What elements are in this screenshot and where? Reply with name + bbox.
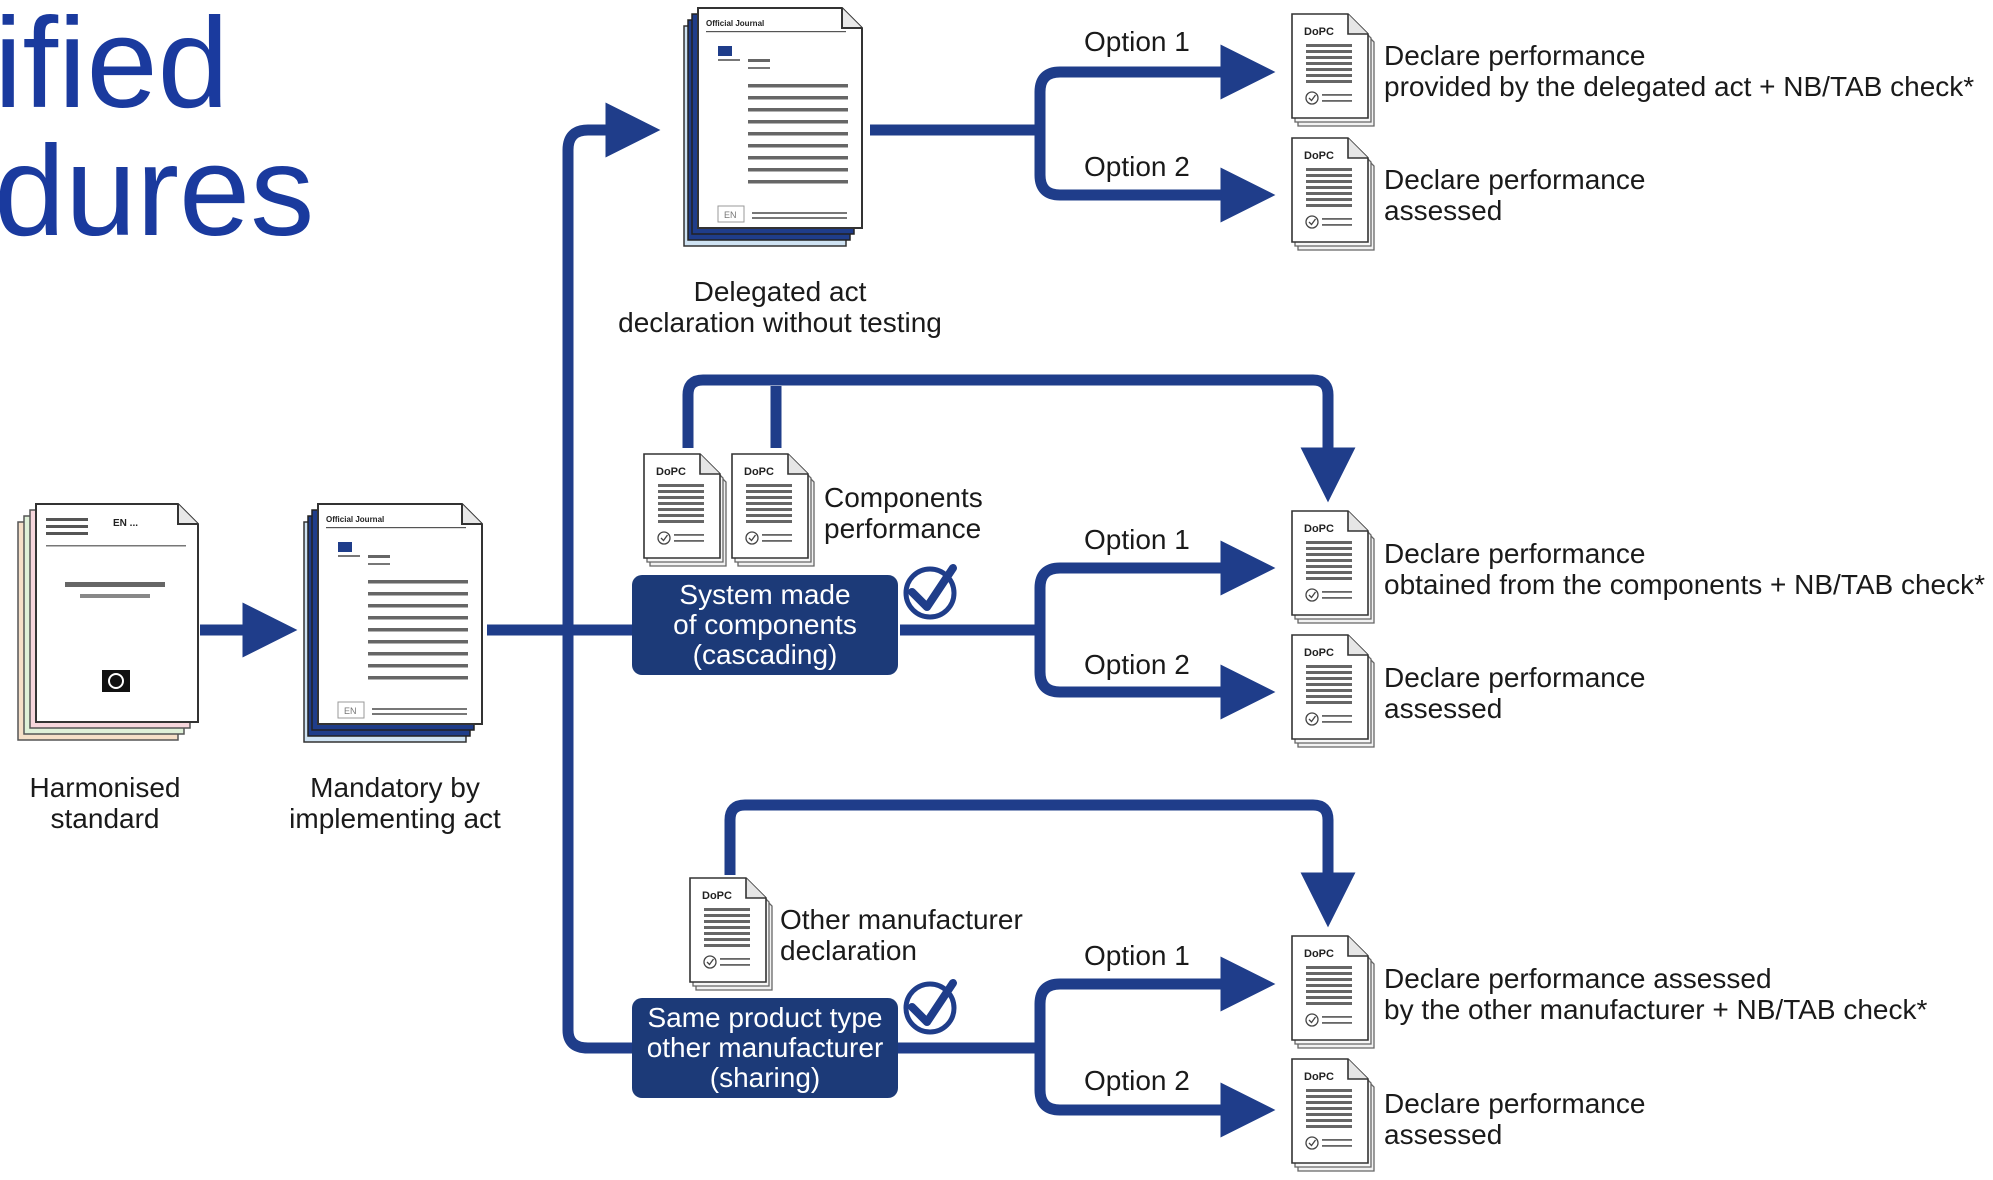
- box-line: System made: [679, 579, 851, 610]
- box-line: of components: [673, 609, 857, 640]
- caption-line: Mandatory by: [310, 772, 480, 803]
- dopc-document-icon: DoPC: [1290, 633, 1382, 751]
- caption-line: standard: [50, 803, 160, 834]
- components-performance-label: Components performance: [824, 482, 983, 544]
- components-feedback-arrow: [682, 374, 1356, 503]
- result-line: provided by the delegated act + NB/TAB c…: [1384, 71, 1975, 102]
- cascading-option1-arrow: [1034, 540, 1276, 630]
- sharing-option2-arrow: [1034, 1048, 1276, 1138]
- harmonised-standard-caption: Harmonised standard: [20, 772, 190, 834]
- option-2-label: Option 2: [1084, 649, 1190, 680]
- dopc-document-icon: DoPC: [1290, 12, 1382, 130]
- title-line-1: ified: [0, 0, 229, 135]
- dopc-label: DoPC: [1304, 948, 1334, 960]
- journal-header: Official Journal: [706, 19, 764, 28]
- result-line: assessed: [1384, 1119, 1503, 1150]
- harmonised-standard-document-icon: EN ...: [17, 503, 199, 741]
- dopc-document-icon: DoPC: [642, 452, 734, 570]
- dopc-label: DoPC: [1304, 26, 1334, 38]
- delegated-option1-result: Declare performance provided by the dele…: [1384, 40, 1974, 102]
- sharing-option1-result: Declare performance assessed by the othe…: [1384, 963, 1927, 1025]
- dopc-document-icon: DoPC: [730, 452, 822, 570]
- option-1-label: Option 1: [1084, 940, 1190, 971]
- caption-line: implementing act: [289, 803, 501, 834]
- standard-en-code: EN ...: [113, 518, 138, 529]
- sharing-option1-arrow: [1034, 956, 1276, 1048]
- result-line: Declare performance: [1384, 40, 1646, 71]
- box-line: (cascading): [692, 639, 838, 670]
- cen-logo-icon: [102, 670, 130, 692]
- dopc-label: DoPC: [1304, 647, 1334, 659]
- dopc-label: DoPC: [1304, 1071, 1334, 1083]
- label-line: performance: [824, 513, 982, 544]
- cascading-option2-arrow: [1034, 630, 1276, 720]
- dopc-document-icon: DoPC: [1290, 1057, 1382, 1175]
- label-line: Components: [824, 482, 983, 513]
- dopc-document-icon: DoPC: [1290, 136, 1382, 254]
- delegated-option2-arrow: [1034, 130, 1276, 223]
- title-line-2: dures: [0, 120, 315, 263]
- caption-line: Delegated act: [693, 276, 867, 307]
- result-line: Declare performance: [1384, 1088, 1646, 1119]
- other-manufacturer-feedback-arrow: [724, 799, 1356, 928]
- sharing-box: Same product type other manufacturer (sh…: [632, 998, 898, 1098]
- dopc-label: DoPC: [744, 466, 774, 478]
- dopc-label: DoPC: [1304, 523, 1334, 535]
- result-line: obtained from the components + NB/TAB ch…: [1384, 569, 1986, 600]
- delegated-option1-arrow: [1034, 44, 1276, 130]
- result-line: Declare performance: [1384, 538, 1646, 569]
- box-line: (sharing): [709, 1062, 821, 1093]
- cascading-box: System made of components (cascading): [632, 575, 898, 675]
- dopc-label: DoPC: [702, 890, 732, 902]
- dopc-label: DoPC: [656, 466, 686, 478]
- trunk-vertical: [562, 102, 661, 1030]
- dopc-label: DoPC: [1304, 150, 1334, 162]
- journal-header: Official Journal: [326, 515, 384, 524]
- trunk-to-sharing: [562, 1029, 640, 1054]
- option-2-label: Option 2: [1084, 151, 1190, 182]
- cascading-option1-result: Declare performance obtained from the co…: [1384, 538, 1985, 600]
- other-manufacturer-label: Other manufacturer declaration: [780, 904, 1023, 966]
- option-2-label: Option 2: [1084, 1065, 1190, 1096]
- caption-line: declaration without testing: [618, 307, 942, 338]
- journal-en: EN: [344, 706, 357, 716]
- mandatory-caption: Mandatory by implementing act: [280, 772, 510, 834]
- option-1-label: Option 1: [1084, 524, 1190, 555]
- check-icon: [903, 979, 957, 1035]
- sharing-option2-result: Declare performance assessed: [1384, 1088, 1645, 1150]
- label-line: Other manufacturer: [780, 904, 1023, 935]
- result-line: Declare performance: [1384, 662, 1646, 693]
- box-line: Same product type: [647, 1002, 883, 1033]
- option-1-label: Option 1: [1084, 26, 1190, 57]
- dopc-document-icon: DoPC: [688, 876, 780, 994]
- result-line: assessed: [1384, 195, 1503, 226]
- caption-line: Harmonised: [29, 772, 181, 803]
- dopc-document-icon: DoPC: [1290, 509, 1382, 627]
- dopc-document-icon: DoPC: [1290, 934, 1382, 1052]
- delegated-option2-result: Declare performance assessed: [1384, 164, 1645, 226]
- delegated-act-caption: Delegated act declaration without testin…: [600, 276, 960, 338]
- journal-en: EN: [724, 210, 737, 220]
- box-line: other manufacturer: [646, 1032, 884, 1063]
- result-line: assessed: [1384, 693, 1503, 724]
- check-icon: [903, 564, 957, 620]
- cascading-option2-result: Declare performance assessed: [1384, 662, 1645, 724]
- result-line: Declare performance: [1384, 164, 1646, 195]
- official-journal-document-icon: Official Journal EN: [303, 503, 483, 743]
- label-line: declaration: [780, 935, 917, 966]
- official-journal-document-icon: Official Journal EN: [683, 7, 863, 247]
- result-line: by the other manufacturer + NB/TAB check…: [1384, 994, 1928, 1025]
- result-line: Declare performance assessed: [1384, 963, 1772, 994]
